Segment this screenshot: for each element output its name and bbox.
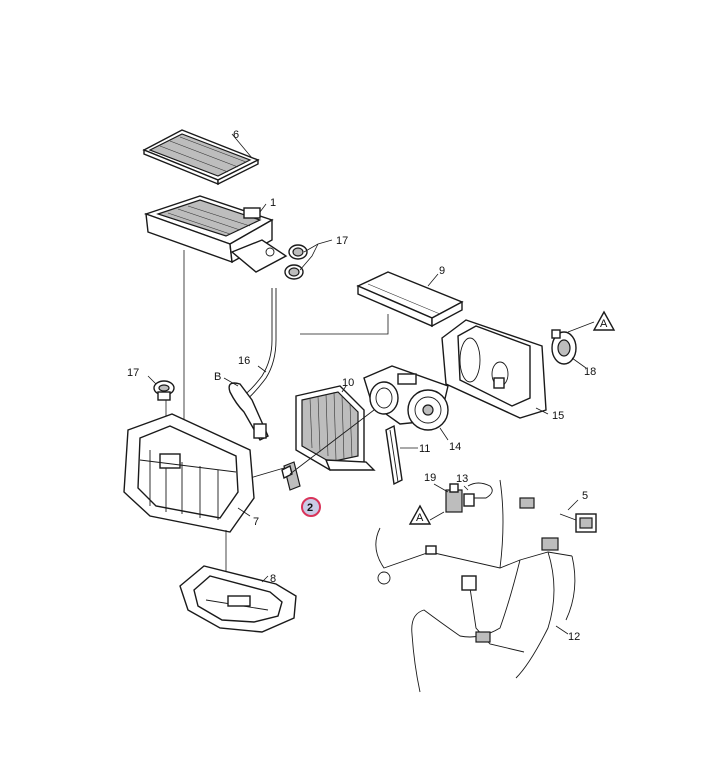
callout-17-upper[interactable]: 17 [336,235,348,247]
callout-8[interactable]: 8 [270,573,276,585]
callout-7[interactable]: 7 [253,516,259,528]
part-1-upper-housing [143,195,288,273]
callout-13[interactable]: 13 [456,473,468,485]
callout-16[interactable]: 16 [238,355,250,367]
part-9-air-filter [356,271,464,328]
part-2-sensor [281,461,301,491]
callout-b[interactable]: B [214,371,221,383]
part-16-hose [228,288,277,441]
callout-a-upper[interactable]: A [600,318,608,330]
part-7-lower-case [123,413,255,533]
part-17-actuator-upper [284,244,308,280]
part-18-actuator [551,329,577,365]
callout-14[interactable]: 14 [449,441,461,453]
ref-a-marker-upper [592,310,616,331]
part-13-connector [463,482,493,507]
callout-9[interactable]: 9 [439,265,445,277]
callout-5[interactable]: 5 [582,490,588,502]
part-10-heater-core [295,385,376,471]
callout-12[interactable]: 12 [568,631,580,643]
part-5-switch [559,513,597,533]
part-12-harness [375,479,576,693]
callout-a-lower[interactable]: A [416,512,424,524]
part-11-seal [385,424,403,486]
part-17-actuator-lower [153,380,175,401]
callout-15[interactable]: 15 [552,410,564,422]
callout-6[interactable]: 6 [233,129,239,141]
part-15-inlet-housing [441,319,547,419]
callout-19[interactable]: 19 [424,472,436,484]
part-6-cover [142,129,260,186]
callout-18[interactable]: 18 [584,366,596,378]
callout-11[interactable]: 11 [419,443,430,455]
callout-1[interactable]: 1 [270,197,276,209]
part-8-bottom-tray [179,565,297,633]
part-14-blower [363,365,449,431]
callout-17-lower[interactable]: 17 [127,367,139,379]
callout-2[interactable]: 2 [307,502,313,514]
callout-2-highlight[interactable] [301,497,321,517]
ref-a-marker-lower [408,504,432,525]
callout-10[interactable]: 10 [342,377,354,389]
part-19-connector [445,483,463,513]
